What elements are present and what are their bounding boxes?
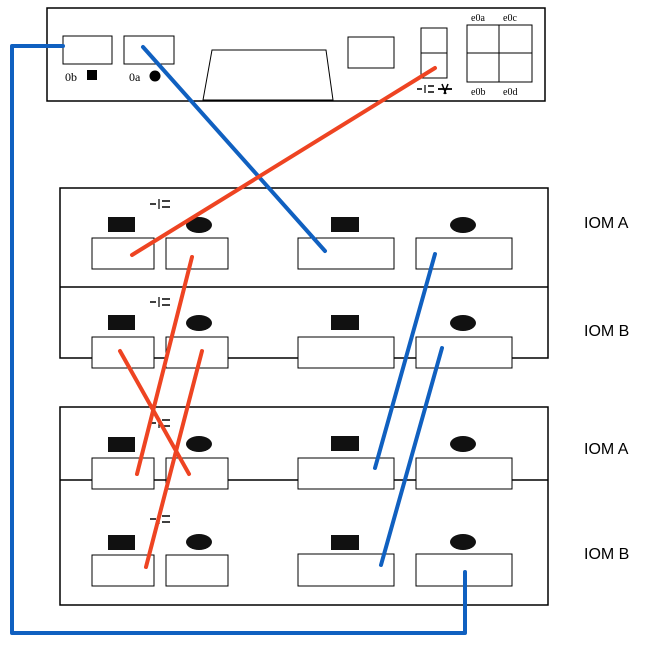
port-0b-square-icon [87,70,97,80]
disk-shelf-2 [59,406,549,606]
port-e0d-label: e0d [503,87,517,98]
shelf-1-iom-a [91,199,513,270]
port-e0a[interactable] [466,24,500,54]
sas-port-square[interactable] [297,237,395,270]
port-0b-label: 0b [65,70,77,84]
circle-port-indicator [450,436,476,452]
circle-port-indicator [186,217,212,233]
serial-connector [202,49,334,101]
acp-cable[interactable] [135,255,194,476]
controller: 0b 0a e0a e0c e0b e0d [46,7,546,102]
square-port-indicator [331,535,359,550]
port-e0c-label: e0c [503,13,517,24]
management-port[interactable] [347,36,395,69]
sas-port-square[interactable] [91,457,155,490]
cables [10,44,467,635]
port-0a-circle-icon [149,70,161,82]
circle-port-indicator [450,217,476,233]
sas-port-circle[interactable] [415,336,513,369]
port-0b[interactable] [62,35,113,65]
square-port-indicator [108,437,135,452]
acp-cable[interactable] [144,349,204,569]
sas-port-circle[interactable] [165,237,229,270]
square-port-indicator [331,217,359,232]
circle-port-indicator [186,534,212,550]
square-port-indicator [331,436,359,451]
sas-port-square[interactable] [297,336,395,369]
square-port-indicator [331,315,359,330]
sas-symbol-icon [150,297,170,307]
iom-label: IOM A [584,215,629,232]
sas-port-square[interactable] [91,554,155,587]
shelf-1-iom-b [91,297,513,369]
sas-symbol-icon [417,85,434,93]
blue-cable-0b-loop[interactable] [10,44,467,635]
sas-port-square[interactable] [297,553,395,587]
blue-cable-0a[interactable] [141,45,327,253]
sas-port-square[interactable] [297,457,395,490]
blue-cable-iom-b-chain[interactable] [379,346,444,567]
acp-cable[interactable] [118,349,191,476]
sas-port-circle[interactable] [415,457,513,490]
iom-label: IOM A [584,441,629,458]
circle-port-indicator [450,534,476,550]
port-e0a-label: e0a [471,13,485,24]
iom-label: IOM B [584,546,629,563]
port-e0d[interactable] [498,52,533,83]
square-port-indicator [108,217,135,232]
port-0a-label: 0a [129,70,141,84]
port-e0b[interactable] [466,52,500,83]
sas-port-circle[interactable] [165,554,229,587]
sas-port-circle[interactable] [165,457,229,490]
port-0a[interactable] [123,35,175,65]
acp-cable[interactable] [130,66,437,257]
circle-port-indicator [186,436,212,452]
square-port-indicator [108,535,135,550]
port-e0b-label: e0b [471,87,485,98]
circle-port-indicator [450,315,476,331]
shelf-1-chassis [59,187,549,359]
sas-port-square[interactable] [91,237,155,270]
square-port-indicator [108,315,135,330]
blue-cable-iom-a-chain[interactable] [373,252,437,470]
circle-port-indicator [186,315,212,331]
port-e0c[interactable] [498,24,533,54]
disk-shelf-1 [59,187,549,369]
iom-label: IOM B [584,323,629,340]
sas-symbol-icon [150,199,170,209]
wrench-icon [438,83,452,95]
